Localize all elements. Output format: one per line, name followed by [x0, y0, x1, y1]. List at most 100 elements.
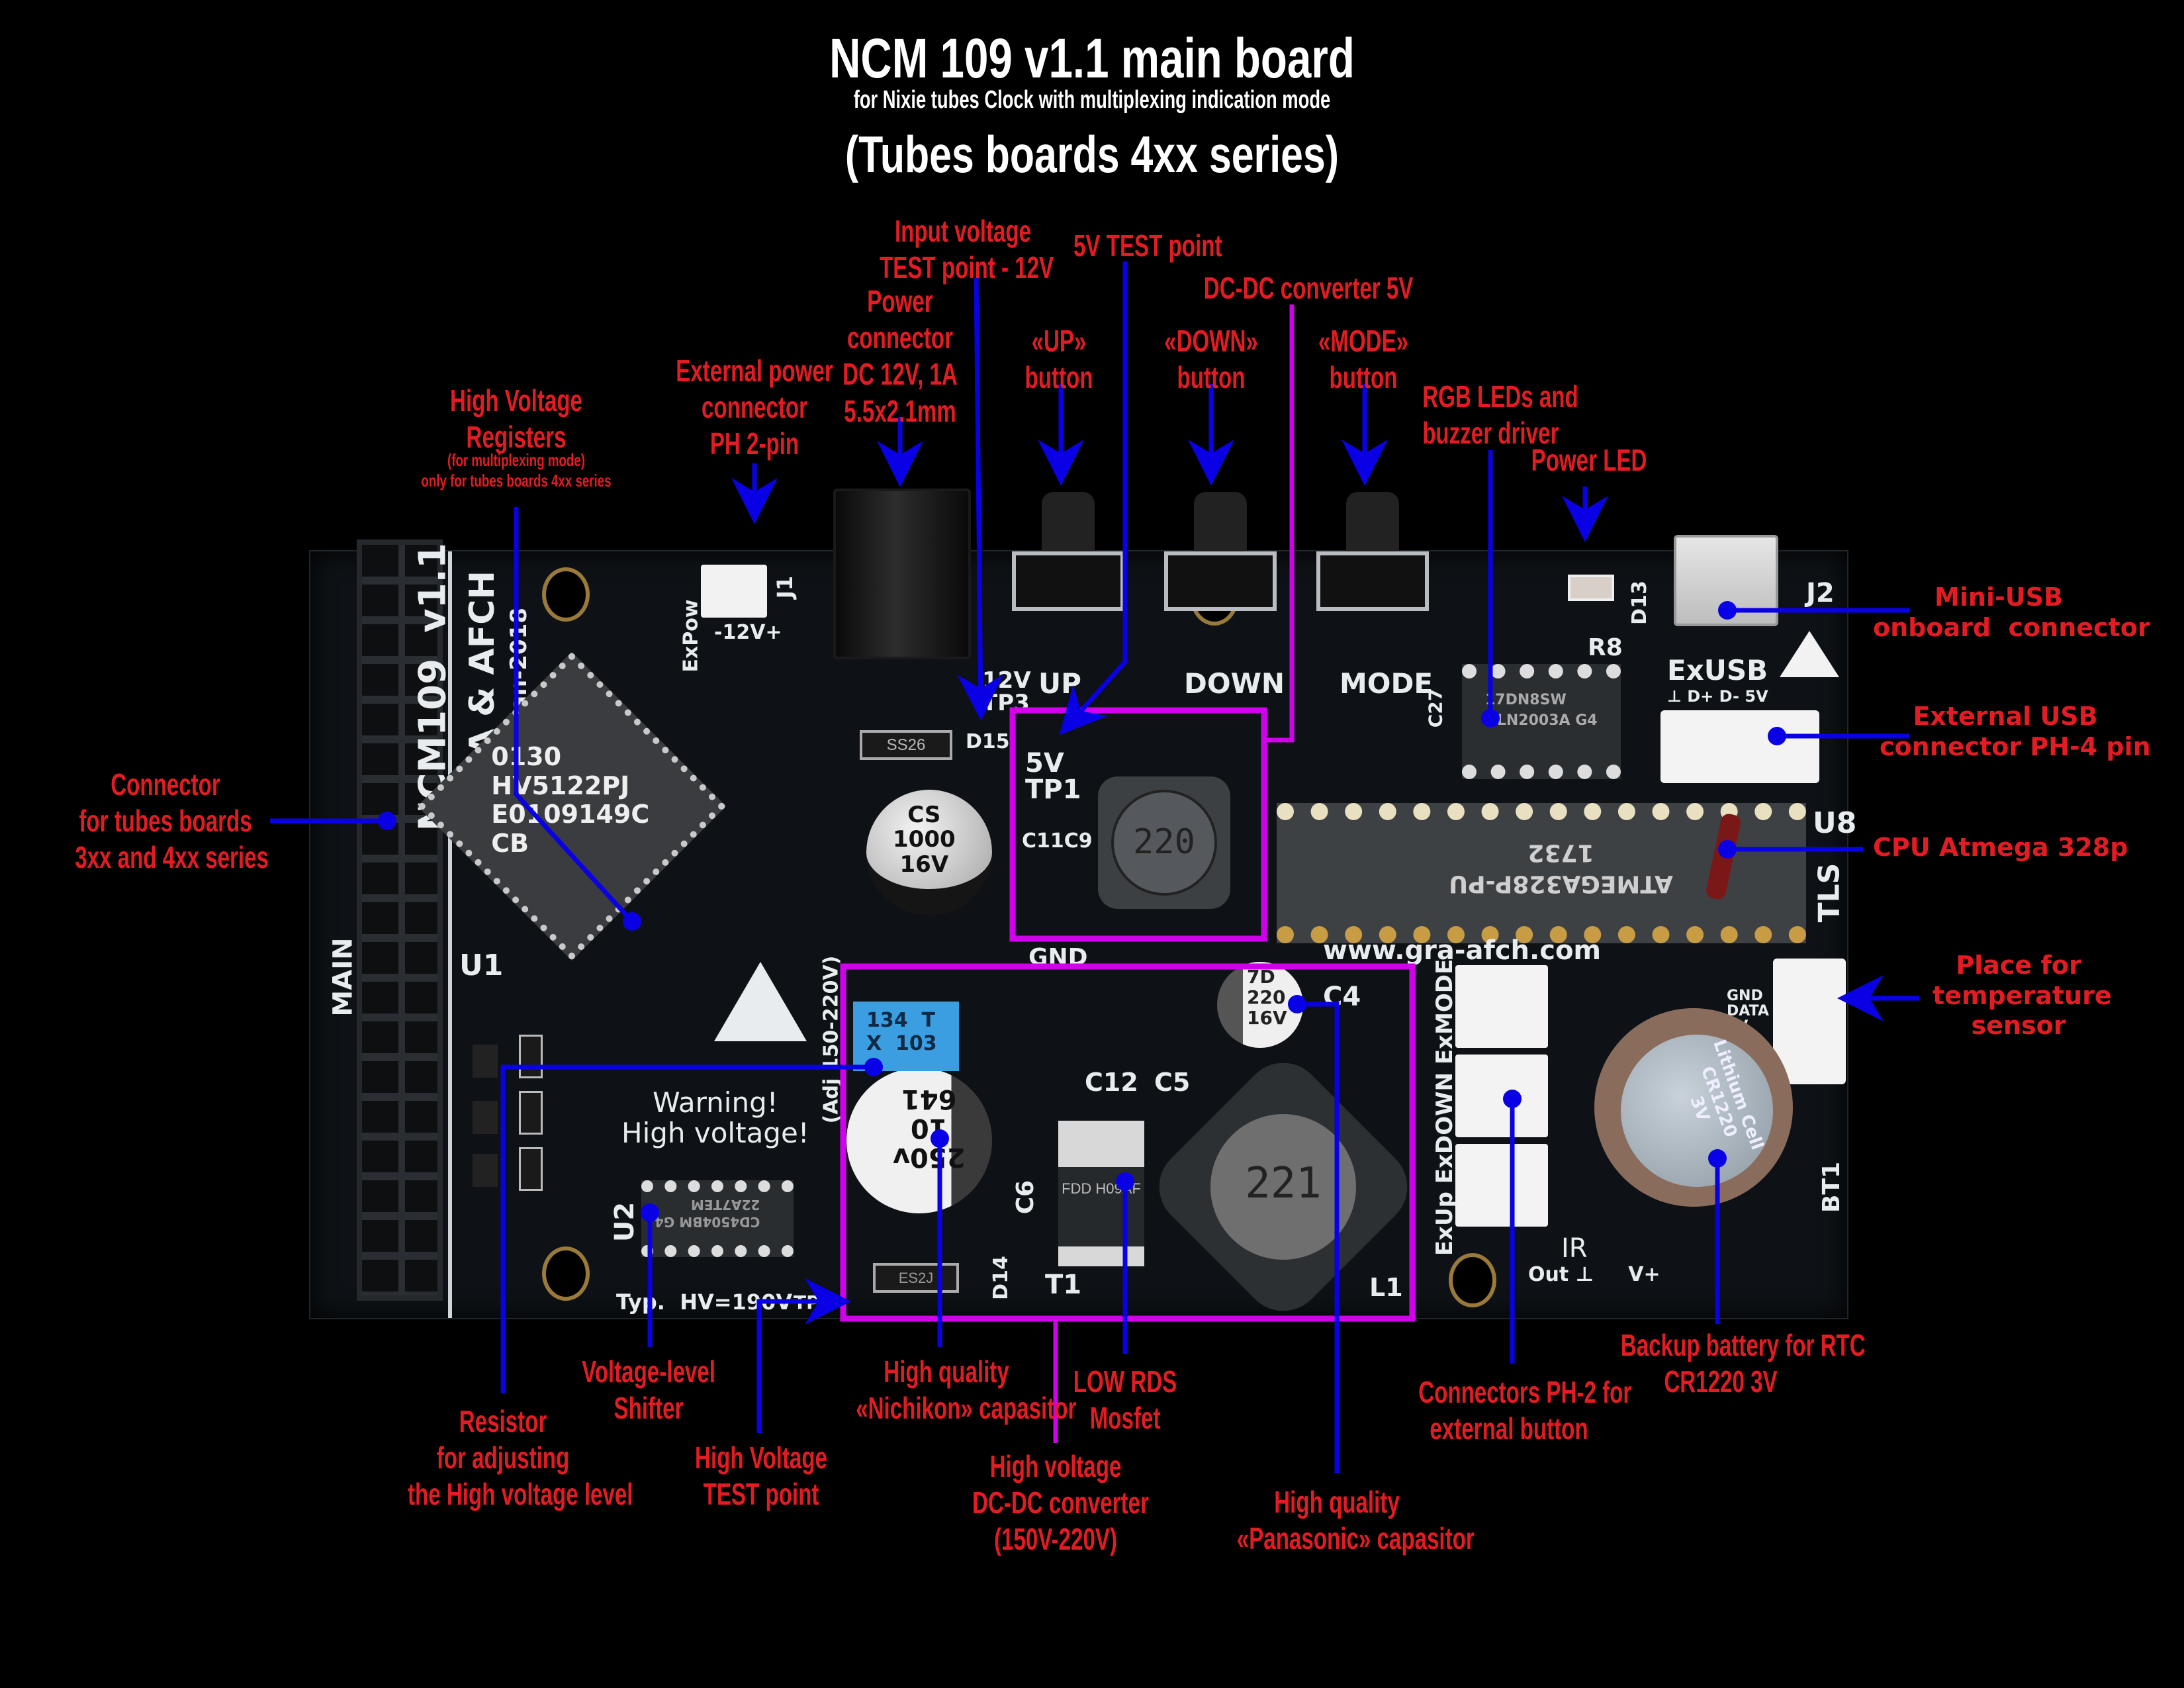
silk-ir-pins: Out ⊥ V+	[1528, 1263, 1661, 1286]
label-hv-dcdc: High voltage DC-DC converter (150V-220V)	[972, 1449, 1149, 1557]
uln2003-driver: 17DN8SW ULN2003A G4	[1462, 664, 1621, 779]
silk-ex-buttons: ExUp ExDOWN ExMODE	[1432, 959, 1459, 1256]
page-title: NCM 109 v1.1 main board	[829, 27, 1355, 89]
silk-main: MAIN	[328, 937, 359, 1017]
label-ext-buttons: Connectors PH-2 for external button	[1418, 1375, 1632, 1446]
mini-usb-connector[interactable]	[1674, 535, 1778, 626]
silk-u2: U2	[610, 1201, 641, 1243]
label-ext-usb: External USB connector PH-4 pin	[1880, 702, 2151, 761]
pcb-board: MAIN NCM109 v1.1 GRA & AFCH 01-Jan-2018 …	[309, 489, 1856, 1328]
silk-tp1: 5V TP1	[1025, 748, 1081, 805]
label-mini-usb: Mini-USB onboard connector	[1873, 583, 2150, 642]
mounting-hole	[1449, 1253, 1496, 1307]
label-panasonic: High quality «Panasonic» capasitor	[1236, 1485, 1475, 1556]
silk-exusb: ExUSB	[1667, 654, 1768, 686]
series-title: (Tubes boards 4xx series)	[844, 125, 1340, 183]
inductor-5v: 220	[1098, 776, 1230, 909]
silk-d14: D14	[989, 1256, 1013, 1300]
label-cpu: CPU Atmega 328p	[1873, 833, 2128, 862]
capacitor-panasonic-220uf: 7D 220 16V	[1217, 962, 1303, 1048]
silk-usb-pins: ⊥ D+ D- 5V	[1667, 687, 1768, 706]
capacitor-1000uf: CS 1000 16V	[866, 790, 992, 915]
silk-gnd: GND	[1028, 944, 1088, 971]
capacitor-nichikon-10uf: 250v 10 641	[846, 1068, 992, 1213]
transistor-t2	[473, 1045, 498, 1078]
silk-r8: R8	[1588, 634, 1623, 661]
silk-t1: T1	[1045, 1270, 1082, 1300]
silk-typ-hv: Typ. HV=190V	[616, 1289, 793, 1315]
silk-u1: U1	[459, 949, 504, 982]
triangle-mark	[1780, 631, 1839, 677]
ext-up-connector[interactable]	[1455, 965, 1548, 1048]
silk-u8: U8	[1813, 806, 1857, 840]
silk-j1: J1	[772, 575, 798, 599]
page-subtitle: for Nixie tubes Clock with multiplexing …	[853, 86, 1331, 114]
ext-usb-connector[interactable]	[1661, 710, 1819, 783]
label-power-connector: Power connector DC 12V, 1A 5.5x2.1mm	[842, 284, 958, 428]
silk-up: UP	[1038, 667, 1081, 700]
silk-d15: D15	[966, 730, 1010, 753]
silk-j2: J2	[1806, 578, 1835, 608]
mode-button[interactable]	[1316, 492, 1429, 611]
label-resistor-hv: Resistor for adjusting the High voltage …	[408, 1404, 633, 1512]
label-connector-main: Connector for tubes boards 3xx and 4xx s…	[75, 767, 269, 875]
main-tube-connector	[357, 539, 443, 1301]
silk-tp2: TP2	[794, 1291, 833, 1313]
label-dcdc-5v: DC-DC converter 5V	[1203, 271, 1414, 305]
resistor-r3	[519, 1091, 543, 1135]
up-button[interactable]	[1012, 492, 1124, 611]
mounting-hole	[542, 1246, 590, 1301]
silk-website: www.gra-afch.com	[1323, 935, 1602, 966]
silk-l1: L1	[1369, 1273, 1403, 1302]
silk-adj: (Adj 150-220V)	[819, 955, 843, 1124]
label-mode-button: «MODE» button	[1318, 324, 1409, 395]
silk-warning: Warning! High voltage!	[621, 1086, 809, 1150]
label-ext-power: External power connector PH 2-pin	[676, 353, 833, 461]
silk-ir: IR	[1561, 1233, 1588, 1264]
silk-c6: C6	[1012, 1180, 1040, 1215]
label-rgb-driver: RGB LEDs and buzzer driver	[1422, 379, 1578, 451]
ext-mode-connector[interactable]	[1455, 1144, 1548, 1227]
silk-c27: C27	[1424, 688, 1447, 728]
pointer-hv-tp	[756, 1278, 851, 1433]
transistor-t4	[473, 1154, 498, 1187]
ext-down-connector[interactable]	[1455, 1055, 1548, 1137]
silkscreen-line	[448, 551, 452, 1318]
mosfet-fdd: FDD H09AF	[1058, 1121, 1144, 1266]
label-hv-registers-note: (for multiplexing mode) only for tubes b…	[421, 450, 612, 491]
label-up-button: «UP» button	[1024, 324, 1093, 395]
dc-power-jack	[833, 489, 971, 659]
hv-adjust-trimmer[interactable]: 134 T X 103	[853, 1002, 959, 1071]
rtc-battery-cr1220: Lithium Cell CR1220 3V	[1594, 1008, 1793, 1207]
silk-expow: ExPow	[679, 599, 703, 673]
label-input-voltage-tp: Input voltage TEST point - 12V	[880, 214, 1054, 285]
silk-down: DOWN	[1184, 667, 1285, 700]
silk-c4: C4	[1323, 982, 1361, 1012]
label-hv-registers: High Voltage Registers	[450, 383, 582, 455]
silk-c5: C5	[1154, 1068, 1191, 1097]
ext-power-connector	[701, 565, 767, 618]
mounting-hole	[542, 567, 590, 622]
diode-es2j: ES2J	[873, 1263, 959, 1293]
silk-d13: D13	[1627, 581, 1651, 625]
cpu-atmega328p[interactable]: ATMEGA328P-PU 1732	[1277, 803, 1806, 943]
silk-tp3: 12V TP3	[982, 667, 1031, 716]
label-power-led: Power LED	[1531, 443, 1647, 477]
label-temp-sensor: Place for temperature sensor	[1933, 951, 2112, 1041]
silk-c11c9: C11C9	[1022, 829, 1093, 853]
label-nichikon: High quality «Nichikon» capasitor	[856, 1354, 1077, 1426]
power-led	[1568, 575, 1614, 601]
label-hv-tp: High Voltage TEST point	[695, 1440, 827, 1512]
silk-mode: MODE	[1340, 667, 1433, 700]
temperature-sensor-connector[interactable]	[1773, 959, 1846, 1084]
resistor-r1	[519, 1035, 543, 1078]
down-button[interactable]	[1164, 492, 1277, 611]
silk-12v: -12V+	[714, 621, 782, 644]
silk-bt1: BT1	[1818, 1161, 1846, 1213]
label-mosfet: LOW RDS Mosfet	[1073, 1364, 1177, 1436]
label-battery: Backup battery for RTC CR1220 3V	[1620, 1328, 1866, 1399]
diode-ss26: SS26	[860, 730, 952, 760]
cd4504-level-shifter: CD4504BM G4 22A7TEM	[641, 1180, 794, 1257]
silk-c12: C12	[1085, 1068, 1138, 1097]
transistor-t3	[473, 1101, 498, 1134]
